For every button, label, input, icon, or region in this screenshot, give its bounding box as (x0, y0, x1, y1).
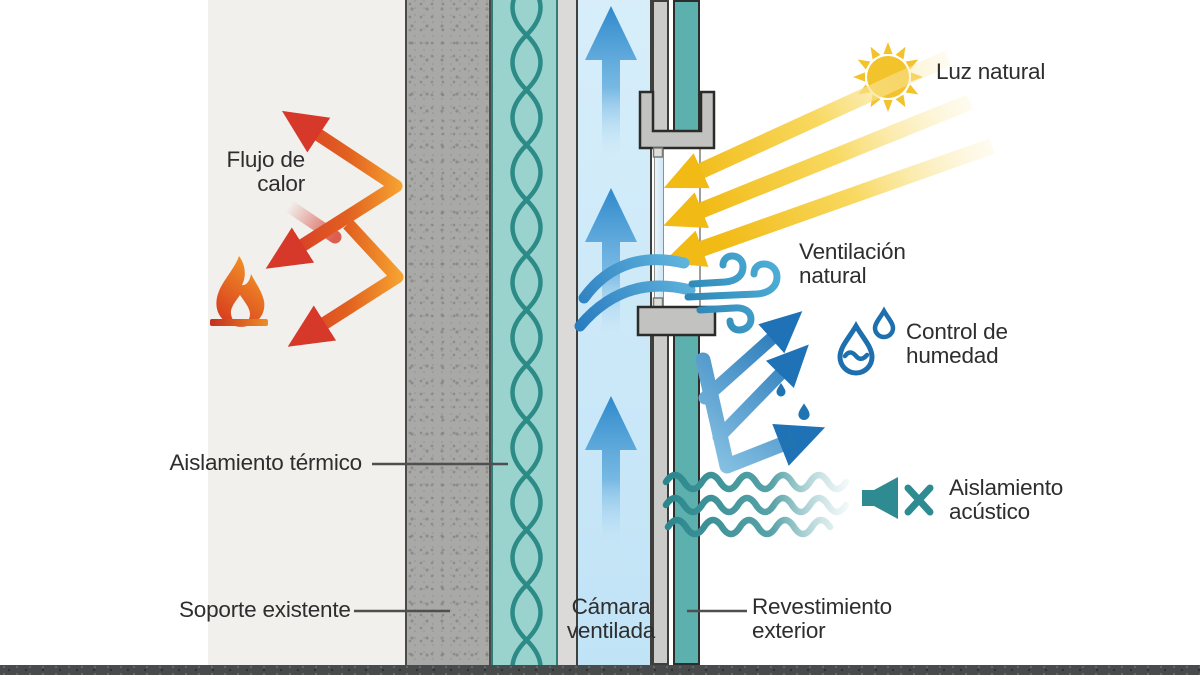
label-soporte-existente: Soporte existente (179, 597, 351, 622)
rain-deflection-arrows (695, 311, 826, 474)
label-revestimiento-exterior: Revestimiento exterior (752, 594, 892, 643)
cladding-panel-top (673, 0, 700, 140)
label-control-de-humedad: Control de humedad (906, 319, 1008, 368)
sunlight-arrows (662, 50, 995, 267)
thermal-insulation-layer (491, 0, 558, 675)
wind-icon (684, 252, 781, 334)
label-aislamiento-acustico: Aislamiento acústico (949, 475, 1064, 524)
mute-cross (904, 484, 934, 516)
sun-body (867, 56, 909, 98)
label-camara-ventilada: Cámara ventilada (566, 594, 656, 643)
label-flujo-de-calor: Flujo de calor (226, 147, 306, 196)
insulation-pattern (510, 0, 543, 675)
interior-wall-surface (208, 0, 405, 675)
falling-droplets (776, 383, 810, 450)
label-luz-natural: Luz natural (936, 59, 1046, 84)
ground-bar (0, 665, 1200, 675)
ventilated-cavity (576, 0, 652, 675)
sun-rays (853, 42, 923, 112)
open-joint-glass (654, 140, 664, 318)
cladding-panel-bottom (673, 318, 700, 665)
water-drop-icon (837, 306, 896, 376)
muted-speaker-icon (862, 477, 934, 519)
insulation-braid-curve (510, 0, 543, 675)
open-joint-plane-line (699, 148, 701, 308)
label-ventilacion-natural: Ventilación natural (799, 239, 906, 288)
label-aislamiento-termico: Aislamiento térmico (169, 450, 362, 475)
insulation-braid-curve (510, 0, 543, 675)
sun-icon (853, 42, 923, 112)
concrete-support-wall (405, 0, 491, 675)
cavity-inner-strip (558, 0, 576, 675)
substructure-mullion-top (652, 0, 669, 140)
small-drop (872, 306, 896, 340)
